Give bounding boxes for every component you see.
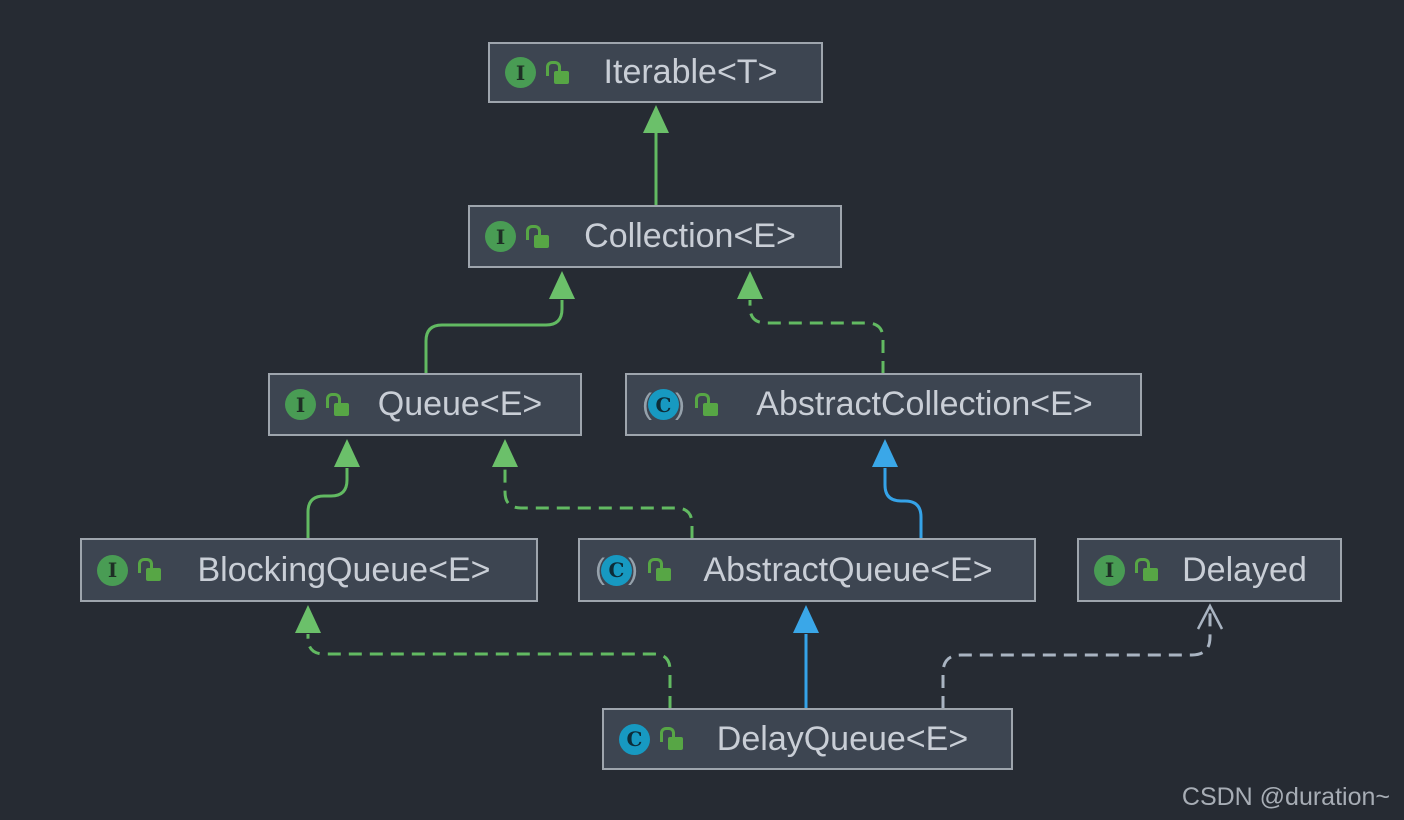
public-lock-icon — [326, 392, 350, 418]
class-node-queue[interactable]: I Queue<E> — [268, 373, 582, 436]
interface-icon: I — [97, 554, 128, 586]
edge-abstractqueue-implements-queue[interactable] — [492, 439, 694, 539]
abstract-class-icon: ( — [642, 387, 652, 421]
class-icon-letter: C — [626, 727, 643, 751]
public-lock-icon — [526, 224, 550, 250]
node-icons: ( C ) — [642, 389, 719, 420]
node-icons: C — [619, 723, 684, 755]
edge-delayqueue-implements-blockingqueue[interactable] — [295, 605, 672, 709]
node-icons: I — [485, 221, 550, 252]
public-lock-icon — [1135, 557, 1159, 583]
class-icon: C — [619, 723, 650, 755]
interface-icon: I — [485, 221, 516, 252]
abstract-class-icon: ) — [628, 553, 638, 586]
interface-icon: I — [1094, 554, 1125, 586]
class-name-label: DelayQueue<E> — [716, 719, 969, 758]
interface-icon: I — [285, 389, 316, 420]
node-icons: I — [505, 57, 570, 88]
node-icons: I — [97, 554, 162, 586]
edge-queue-extends-collection[interactable] — [424, 271, 575, 374]
class-name-label: Iterable<T> — [603, 53, 778, 91]
edge-delayqueue-extends-abstractqueue[interactable] — [793, 605, 819, 709]
interface-icon-letter: I — [295, 392, 306, 417]
interface-icon-letter: I — [1104, 558, 1115, 582]
public-lock-icon — [660, 726, 684, 752]
abstract-class-icon: C — [601, 554, 632, 586]
abstract-class-icon: ) — [675, 387, 685, 421]
class-node-blocking-queue[interactable]: I BlockingQueue<E> — [80, 538, 538, 602]
node-icons: ( C ) — [595, 553, 672, 586]
edge-collection-extends-iterable[interactable] — [643, 105, 669, 205]
node-icons: I — [285, 389, 350, 420]
csdn-watermark: CSDN @duration~ — [1181, 783, 1390, 811]
abstract-class-icon: C — [648, 389, 679, 420]
public-lock-icon — [138, 557, 162, 583]
class-name-label: BlockingQueue<E> — [197, 550, 491, 589]
class-icon-letter: C — [608, 558, 625, 582]
class-node-abstract-queue[interactable]: ( C ) AbstractQueue<E> — [578, 538, 1036, 602]
class-node-delay-queue[interactable]: C DelayQueue<E> — [602, 708, 1013, 770]
edge-delayqueue-dependson-delayed[interactable] — [941, 603, 1224, 709]
class-name-label: Queue<E> — [377, 385, 543, 423]
public-lock-icon — [546, 60, 570, 86]
public-lock-icon — [648, 557, 672, 583]
class-node-abstract-collection[interactable]: ( C ) AbstractCollection<E> — [625, 373, 1142, 436]
interface-icon-letter: I — [107, 558, 118, 582]
class-name-label: AbstractQueue<E> — [703, 550, 993, 589]
class-node-iterable[interactable]: I Iterable<T> — [488, 42, 823, 103]
edge-abstractcollection-implements-collection[interactable] — [737, 271, 885, 374]
class-name-label: AbstractCollection<E> — [756, 385, 1093, 423]
class-name-label: Collection<E> — [584, 217, 796, 255]
class-name-label: Delayed — [1182, 550, 1307, 589]
public-lock-icon — [695, 392, 719, 418]
class-node-collection[interactable]: I Collection<E> — [468, 205, 842, 268]
edge-abstractqueue-extends-abstractcollection[interactable] — [872, 439, 923, 539]
abstract-class-icon: ( — [595, 553, 605, 586]
class-icon-letter: C — [655, 392, 672, 417]
class-node-delayed[interactable]: I Delayed — [1077, 538, 1342, 602]
edge-blockingqueue-extends-queue[interactable] — [306, 439, 360, 539]
interface-icon-letter: I — [495, 224, 506, 249]
node-icons: I — [1094, 554, 1159, 586]
interface-icon: I — [505, 57, 536, 88]
interface-icon-letter: I — [515, 60, 526, 85]
